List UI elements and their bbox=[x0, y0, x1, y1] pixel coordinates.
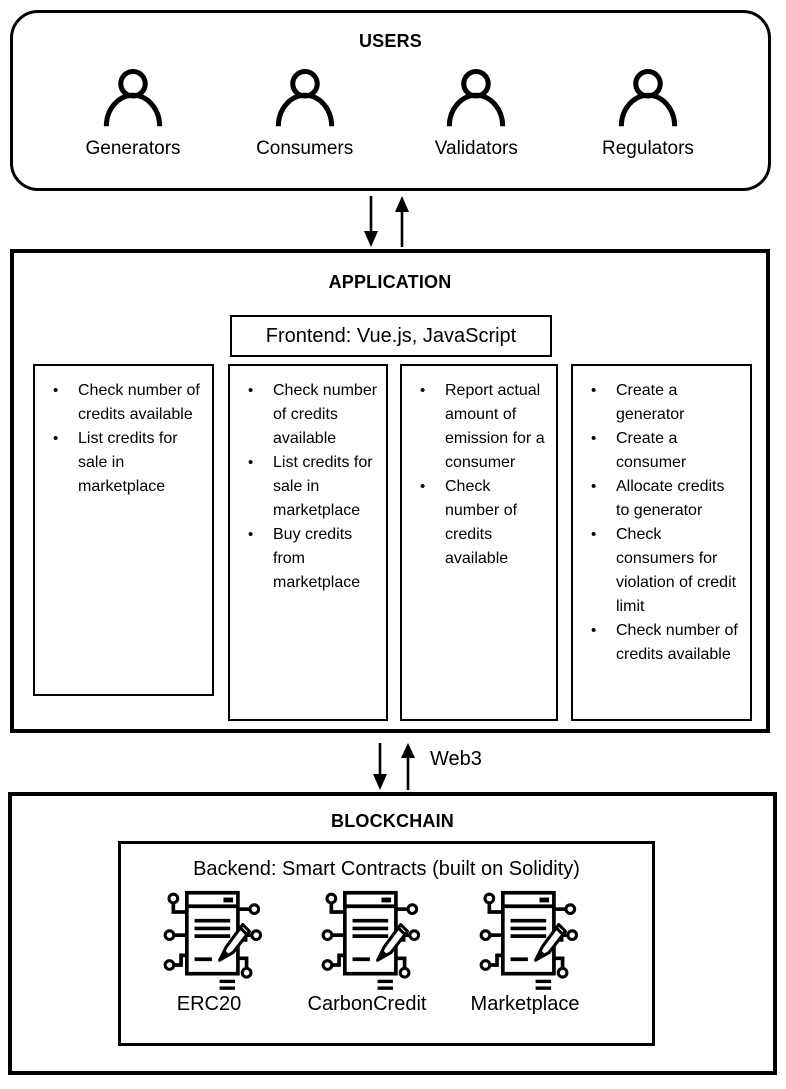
user-role-consumers: Consumers bbox=[230, 60, 380, 160]
user-role-regulators: Regulators bbox=[573, 60, 723, 160]
up-arrow-icon bbox=[401, 743, 415, 790]
contract-label: Marketplace bbox=[470, 993, 580, 1015]
web3-label: Web3 bbox=[430, 748, 482, 770]
bullet-item: List credits for sale in marketplace bbox=[246, 451, 378, 523]
application-title: APPLICATION bbox=[328, 272, 452, 292]
smart-contract-icon bbox=[163, 890, 262, 990]
bullet-item: List credits for sale in marketplace bbox=[51, 427, 204, 499]
bullet-list: Check number of credits availableList cr… bbox=[230, 366, 386, 595]
bullet-item: Create a generator bbox=[589, 379, 742, 427]
application-blockchain-link bbox=[368, 742, 426, 796]
user-role-generators: Generators bbox=[58, 60, 208, 160]
users-row: Generators Consumers Validators Regulato… bbox=[13, 52, 768, 160]
feature-list-validators: Report actual amount of emission for a c… bbox=[400, 364, 558, 721]
smart-contract-icon bbox=[479, 890, 578, 990]
person-icon bbox=[275, 68, 334, 127]
bullet-item: Buy credits from marketplace bbox=[246, 523, 378, 595]
person-icon bbox=[447, 68, 506, 127]
bullet-item: Allocate credits to generator bbox=[589, 475, 742, 523]
bullet-list: Report actual amount of emission for a c… bbox=[402, 366, 556, 571]
down-arrow-icon bbox=[364, 196, 378, 247]
contract-marketplace: Marketplace bbox=[460, 885, 590, 1016]
bullet-item: Check consumers for violation of credit … bbox=[589, 523, 742, 619]
bullet-item: Check number of credits available bbox=[589, 619, 742, 667]
users-application-link bbox=[358, 195, 416, 253]
bullet-item: Check number of credits available bbox=[51, 379, 204, 427]
user-role-label: Generators bbox=[85, 138, 181, 159]
feature-list-consumers: Check number of credits availableList cr… bbox=[228, 364, 388, 721]
user-role-label: Consumers bbox=[256, 138, 354, 159]
bullet-list: Create a generatorCreate a consumerAlloc… bbox=[573, 366, 750, 667]
contract-label: ERC20 bbox=[176, 993, 242, 1015]
user-role-label: Regulators bbox=[602, 138, 694, 159]
down-arrow-icon bbox=[373, 743, 387, 790]
users-layer: USERS Generators Consumers Validators bbox=[10, 10, 771, 191]
bullet-item: Report actual amount of emission for a c… bbox=[418, 379, 548, 475]
contract-label: CarbonCredit bbox=[307, 993, 427, 1015]
up-arrow-icon bbox=[395, 196, 409, 247]
blockchain-layer: BLOCKCHAIN Backend: Smart Contracts (bui… bbox=[8, 792, 777, 1075]
blockchain-title: BLOCKCHAIN bbox=[331, 811, 454, 831]
users-title: USERS bbox=[358, 31, 422, 51]
user-role-label: Validators bbox=[434, 138, 518, 159]
person-icon bbox=[618, 68, 678, 127]
contract-carboncredit: CarbonCredit bbox=[302, 885, 432, 1016]
smart-contract-icon bbox=[321, 890, 420, 990]
application-layer: APPLICATION Frontend: Vue.js, JavaScript… bbox=[10, 249, 770, 733]
bullet-item: Create a consumer bbox=[589, 427, 742, 475]
backend-title: Backend: Smart Contracts (built on Solid… bbox=[193, 858, 580, 880]
feature-list-regulators: Create a generatorCreate a consumerAlloc… bbox=[571, 364, 752, 721]
backend-box: Backend: Smart Contracts (built on Solid… bbox=[118, 841, 655, 1046]
feature-list-generators: Check number of credits availableList cr… bbox=[33, 364, 214, 696]
user-role-validators: Validators bbox=[401, 60, 551, 160]
contracts-row: ERC20 bbox=[121, 885, 652, 1016]
bullet-item: Check number of credits available bbox=[418, 475, 548, 571]
person-icon bbox=[103, 68, 163, 127]
contract-erc20: ERC20 bbox=[144, 885, 274, 1016]
bullet-item: Check number of credits available bbox=[246, 379, 378, 451]
frontend-box: Frontend: Vue.js, JavaScript bbox=[230, 315, 552, 357]
bullet-list: Check number of credits availableList cr… bbox=[35, 366, 212, 499]
